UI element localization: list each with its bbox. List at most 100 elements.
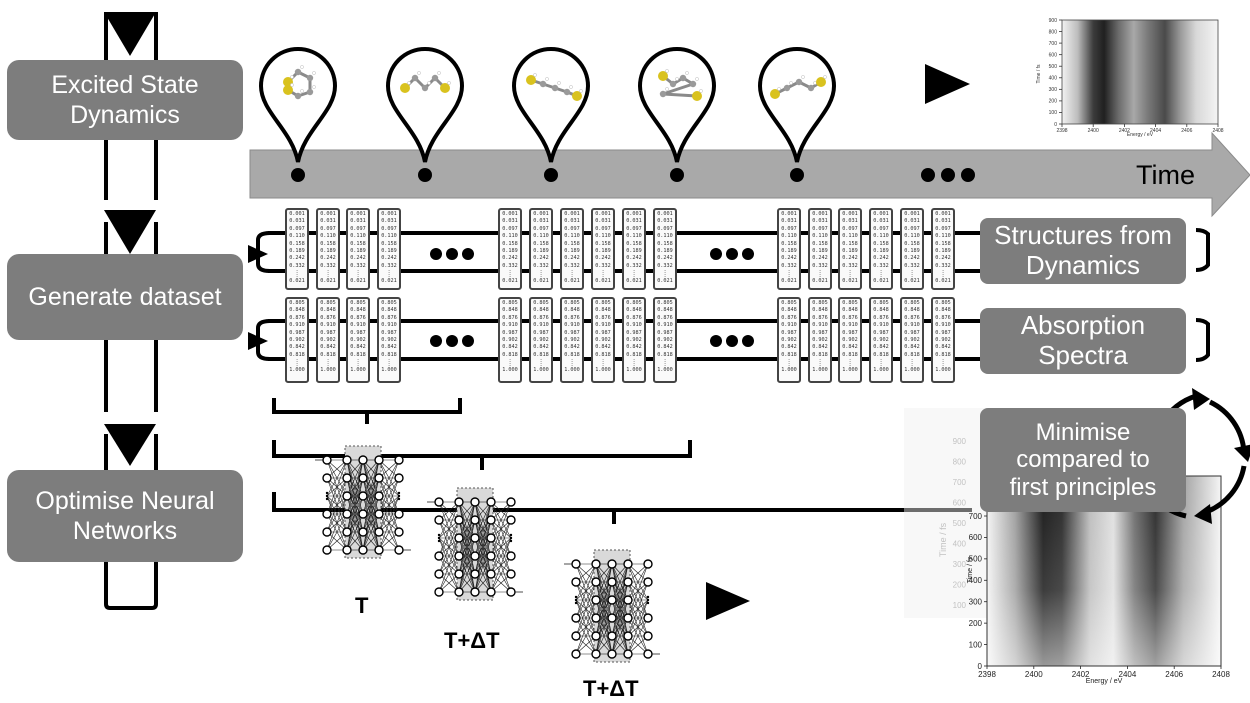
card-value: 0.097 — [842, 225, 858, 232]
card-value: : — [508, 362, 512, 369]
card-value: 0.031 — [381, 218, 397, 225]
label-t: T — [355, 593, 369, 618]
card-value: 0.021 — [595, 278, 611, 285]
tick-label: 2406 — [1165, 670, 1183, 679]
card-value: 0.332 — [935, 262, 951, 269]
card-value: : — [508, 273, 512, 280]
card-value: 0.910 — [812, 322, 828, 329]
card-value: 0.021 — [873, 278, 889, 285]
large-plot-ylabel: Time / fs — [967, 556, 974, 583]
card-value: 0.021 — [781, 278, 797, 285]
card-value: 1.000 — [935, 367, 951, 374]
play-arrow-top — [925, 64, 970, 104]
card-value: : — [601, 273, 605, 280]
card-value: 0.818 — [935, 351, 951, 358]
row-ellipses — [430, 248, 754, 347]
card-value: 0.842 — [381, 344, 397, 351]
card-value: 0.876 — [595, 314, 611, 321]
card-value: 0.902 — [935, 337, 951, 344]
card-value: 0.842 — [812, 344, 828, 351]
card-value: 0.097 — [533, 225, 549, 232]
card-value: 0.001 — [781, 211, 797, 217]
card-value: 0.110 — [812, 233, 828, 240]
card-value: 0.110 — [657, 233, 673, 240]
card-value: 0.097 — [502, 225, 518, 232]
card-value: 1.000 — [533, 367, 549, 374]
card-value: 0.818 — [289, 351, 305, 358]
card-value: : — [508, 269, 512, 276]
card-value: : — [295, 269, 299, 276]
card-value: 0.001 — [502, 211, 518, 217]
card-value: : — [356, 273, 360, 280]
card-value: 0.987 — [595, 329, 611, 336]
card-value: 0.242 — [842, 255, 858, 262]
card-value: 0.876 — [533, 314, 549, 321]
card-value: 0.001 — [595, 211, 611, 217]
card-value: 0.848 — [904, 307, 920, 314]
tick-label: 2408 — [1212, 670, 1230, 679]
card-value: 0.158 — [781, 240, 797, 247]
card-value: : — [879, 269, 883, 276]
card-value: : — [848, 269, 852, 276]
card-value: 0.902 — [812, 337, 828, 344]
card-value: 0.902 — [533, 337, 549, 344]
card-value: 0.876 — [502, 314, 518, 321]
card-value: 0.242 — [320, 255, 336, 262]
card-value: : — [387, 269, 391, 276]
card-value: 0.242 — [781, 255, 797, 262]
card-value: 0.001 — [289, 211, 305, 217]
card-value: : — [663, 362, 667, 369]
molecule-pin — [637, 47, 717, 182]
card-value: : — [295, 273, 299, 280]
card-value: 0.876 — [564, 314, 580, 321]
card-value: 0.189 — [812, 248, 828, 255]
card-value: 0.110 — [935, 233, 951, 240]
step-optimise-neural-networks: Optimise Neural Networks — [7, 470, 243, 562]
card-value: 0.110 — [350, 233, 366, 240]
card-value: 0.848 — [502, 307, 518, 314]
card-value: 0.189 — [533, 248, 549, 255]
card-value: 0.332 — [564, 262, 580, 269]
flow-arrow-3 — [104, 424, 156, 466]
tick-label: 500 — [969, 555, 983, 564]
step-excited-state-dynamics-label: Excited State Dynamics — [51, 71, 199, 129]
card-value: 0.097 — [935, 225, 951, 232]
card-value: 0.987 — [904, 329, 920, 336]
tick-label: 800 — [1049, 29, 1058, 35]
card-value: 0.097 — [873, 225, 889, 232]
neural-networks — [315, 445, 660, 663]
card-value: 0.987 — [842, 329, 858, 336]
card-value: 0.902 — [320, 337, 336, 344]
card-value: 1.000 — [812, 367, 828, 374]
card-value: 0.189 — [873, 248, 889, 255]
card-value: 0.332 — [812, 262, 828, 269]
card-value: 0.848 — [320, 307, 336, 314]
card-value: 0.842 — [781, 344, 797, 351]
tick-label: 600 — [969, 533, 983, 542]
card-value: : — [539, 362, 543, 369]
small-plot-ylabel: Time / fs — [1036, 64, 1042, 83]
card-value: 0.332 — [781, 262, 797, 269]
card-value: 0.842 — [350, 344, 366, 351]
molecule-pin — [511, 47, 591, 182]
card-value: : — [356, 362, 360, 369]
faded-tick-label: 200 — [953, 581, 967, 590]
card-value: 0.910 — [595, 322, 611, 329]
faded-tick-label: 800 — [953, 458, 967, 467]
card-value: 0.332 — [595, 262, 611, 269]
card-value: 0.876 — [812, 314, 828, 321]
card-value: 0.189 — [626, 248, 642, 255]
card-value: 0.110 — [381, 233, 397, 240]
